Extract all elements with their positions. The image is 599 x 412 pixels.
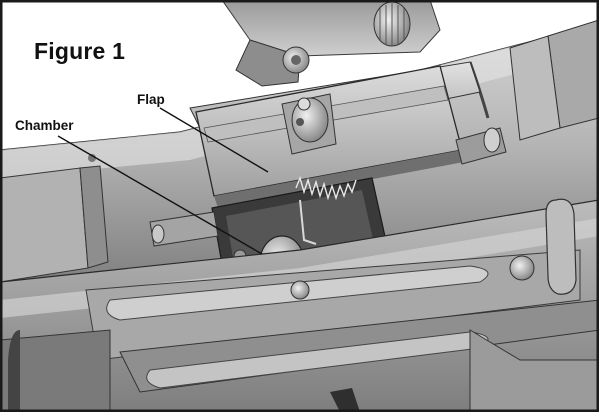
flap-part	[195, 65, 464, 208]
rivet-icon	[290, 280, 310, 300]
chamber-label: Chamber	[15, 118, 74, 133]
rear-sight	[221, 0, 441, 87]
chamber-leader-line	[57, 135, 263, 255]
flap-leader-line	[159, 107, 269, 173]
side-slot	[545, 198, 577, 295]
figure-title: Figure 1	[34, 38, 126, 64]
flap-spring	[295, 175, 357, 201]
rivet-icon	[509, 255, 535, 281]
flap-label: Flap	[137, 92, 165, 107]
